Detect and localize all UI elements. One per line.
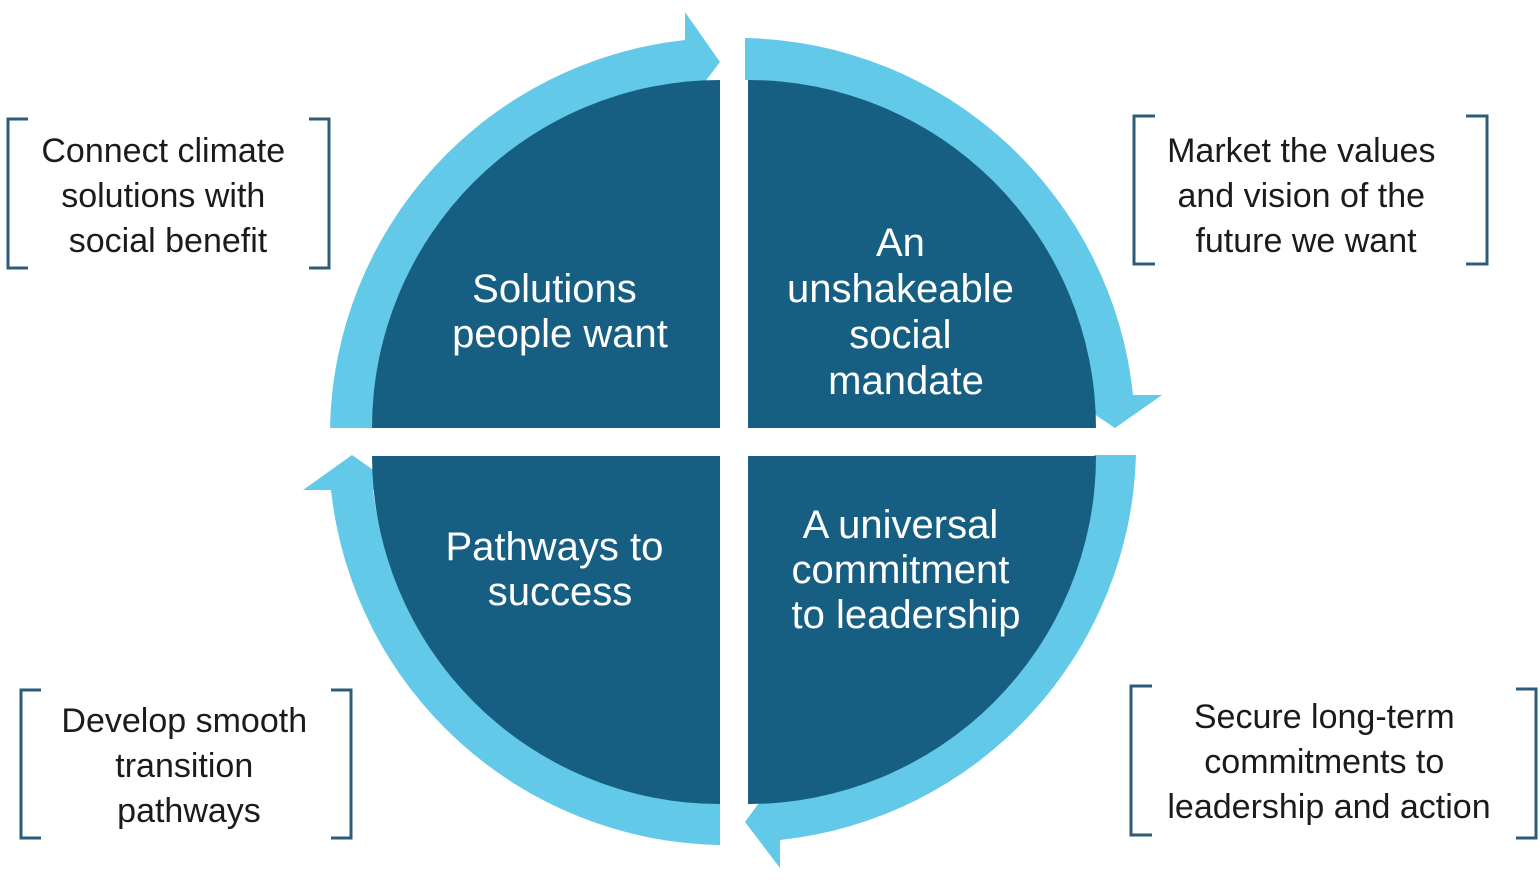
bracket-right bbox=[1466, 114, 1489, 266]
note-line: Market the values bbox=[1167, 132, 1435, 170]
bracket-left bbox=[6, 117, 28, 270]
quadrant-label-line: to leadership bbox=[791, 593, 1020, 637]
note-top-left: Connect climate solutions with social be… bbox=[6, 117, 331, 270]
note-line: Secure long-term bbox=[1194, 698, 1455, 736]
note-line: social benefit bbox=[69, 222, 268, 260]
arrow-bottom-right-to-bottom-left bbox=[745, 455, 1136, 868]
quadrant-label-line: social bbox=[849, 313, 951, 357]
note-line: and vision of the bbox=[1177, 177, 1425, 215]
arrow-bottom-left-to-top-left bbox=[303, 455, 720, 845]
note-top-right: Market the values and vision of the futu… bbox=[1132, 114, 1489, 266]
bracket-left bbox=[1132, 114, 1155, 266]
bracket-left bbox=[19, 688, 41, 840]
quadrant-label-solutions: Solutions people want bbox=[452, 267, 668, 356]
cycle-quadrants bbox=[372, 80, 1096, 804]
note-text: Market the values and vision of the futu… bbox=[1167, 132, 1445, 260]
note-line: Connect climate bbox=[41, 132, 285, 170]
note-line: solutions with bbox=[61, 177, 265, 215]
note-line: commitments to bbox=[1204, 743, 1444, 781]
note-line: pathways bbox=[117, 792, 261, 830]
cycle-arrows bbox=[303, 12, 1162, 868]
note-bottom-left: Develop smooth transition pathways bbox=[19, 688, 353, 840]
quadrant-top-right bbox=[748, 80, 1096, 428]
quadrant-label-line: people want bbox=[452, 312, 668, 356]
quadrant-label-pathways: Pathways to success bbox=[445, 525, 674, 614]
quadrant-bottom-right bbox=[748, 456, 1096, 804]
note-text: Develop smooth transition pathways bbox=[61, 702, 316, 830]
quadrant-top-left bbox=[372, 80, 720, 428]
quadrant-label-social-mandate: An unshakeable social mandate bbox=[787, 221, 1025, 403]
arrow-top-right-to-bottom-right bbox=[745, 38, 1162, 428]
note-line: Develop smooth bbox=[61, 702, 307, 740]
note-text: Connect climate solutions with social be… bbox=[41, 132, 294, 260]
note-line: leadership and action bbox=[1167, 788, 1490, 826]
note-line: future we want bbox=[1195, 222, 1417, 260]
bracket-right bbox=[1516, 687, 1538, 840]
bracket-right bbox=[331, 688, 353, 840]
note-bottom-right: Secure long-term commitments to leadersh… bbox=[1129, 684, 1538, 840]
quadrant-label-line: A universal bbox=[803, 503, 999, 547]
quadrant-label-commitment: A universal commitment to leadership bbox=[791, 503, 1020, 637]
quadrant-label-line: An bbox=[876, 221, 925, 265]
quadrant-label-line: Solutions bbox=[472, 267, 637, 311]
quadrant-label-line: unshakeable bbox=[787, 267, 1014, 311]
bracket-right bbox=[309, 117, 331, 270]
quadrant-label-line: Pathways to bbox=[445, 525, 663, 569]
note-line: transition bbox=[115, 747, 253, 785]
quadrant-label-line: mandate bbox=[828, 359, 984, 403]
quadrant-label-line: success bbox=[488, 570, 633, 614]
bracket-left bbox=[1129, 684, 1152, 837]
arrow-top-left-to-top-right bbox=[330, 12, 720, 428]
note-text: Secure long-term commitments to leadersh… bbox=[1167, 698, 1490, 826]
quadrant-bottom-left bbox=[372, 456, 720, 804]
quadrant-label-line: commitment bbox=[792, 548, 1010, 592]
